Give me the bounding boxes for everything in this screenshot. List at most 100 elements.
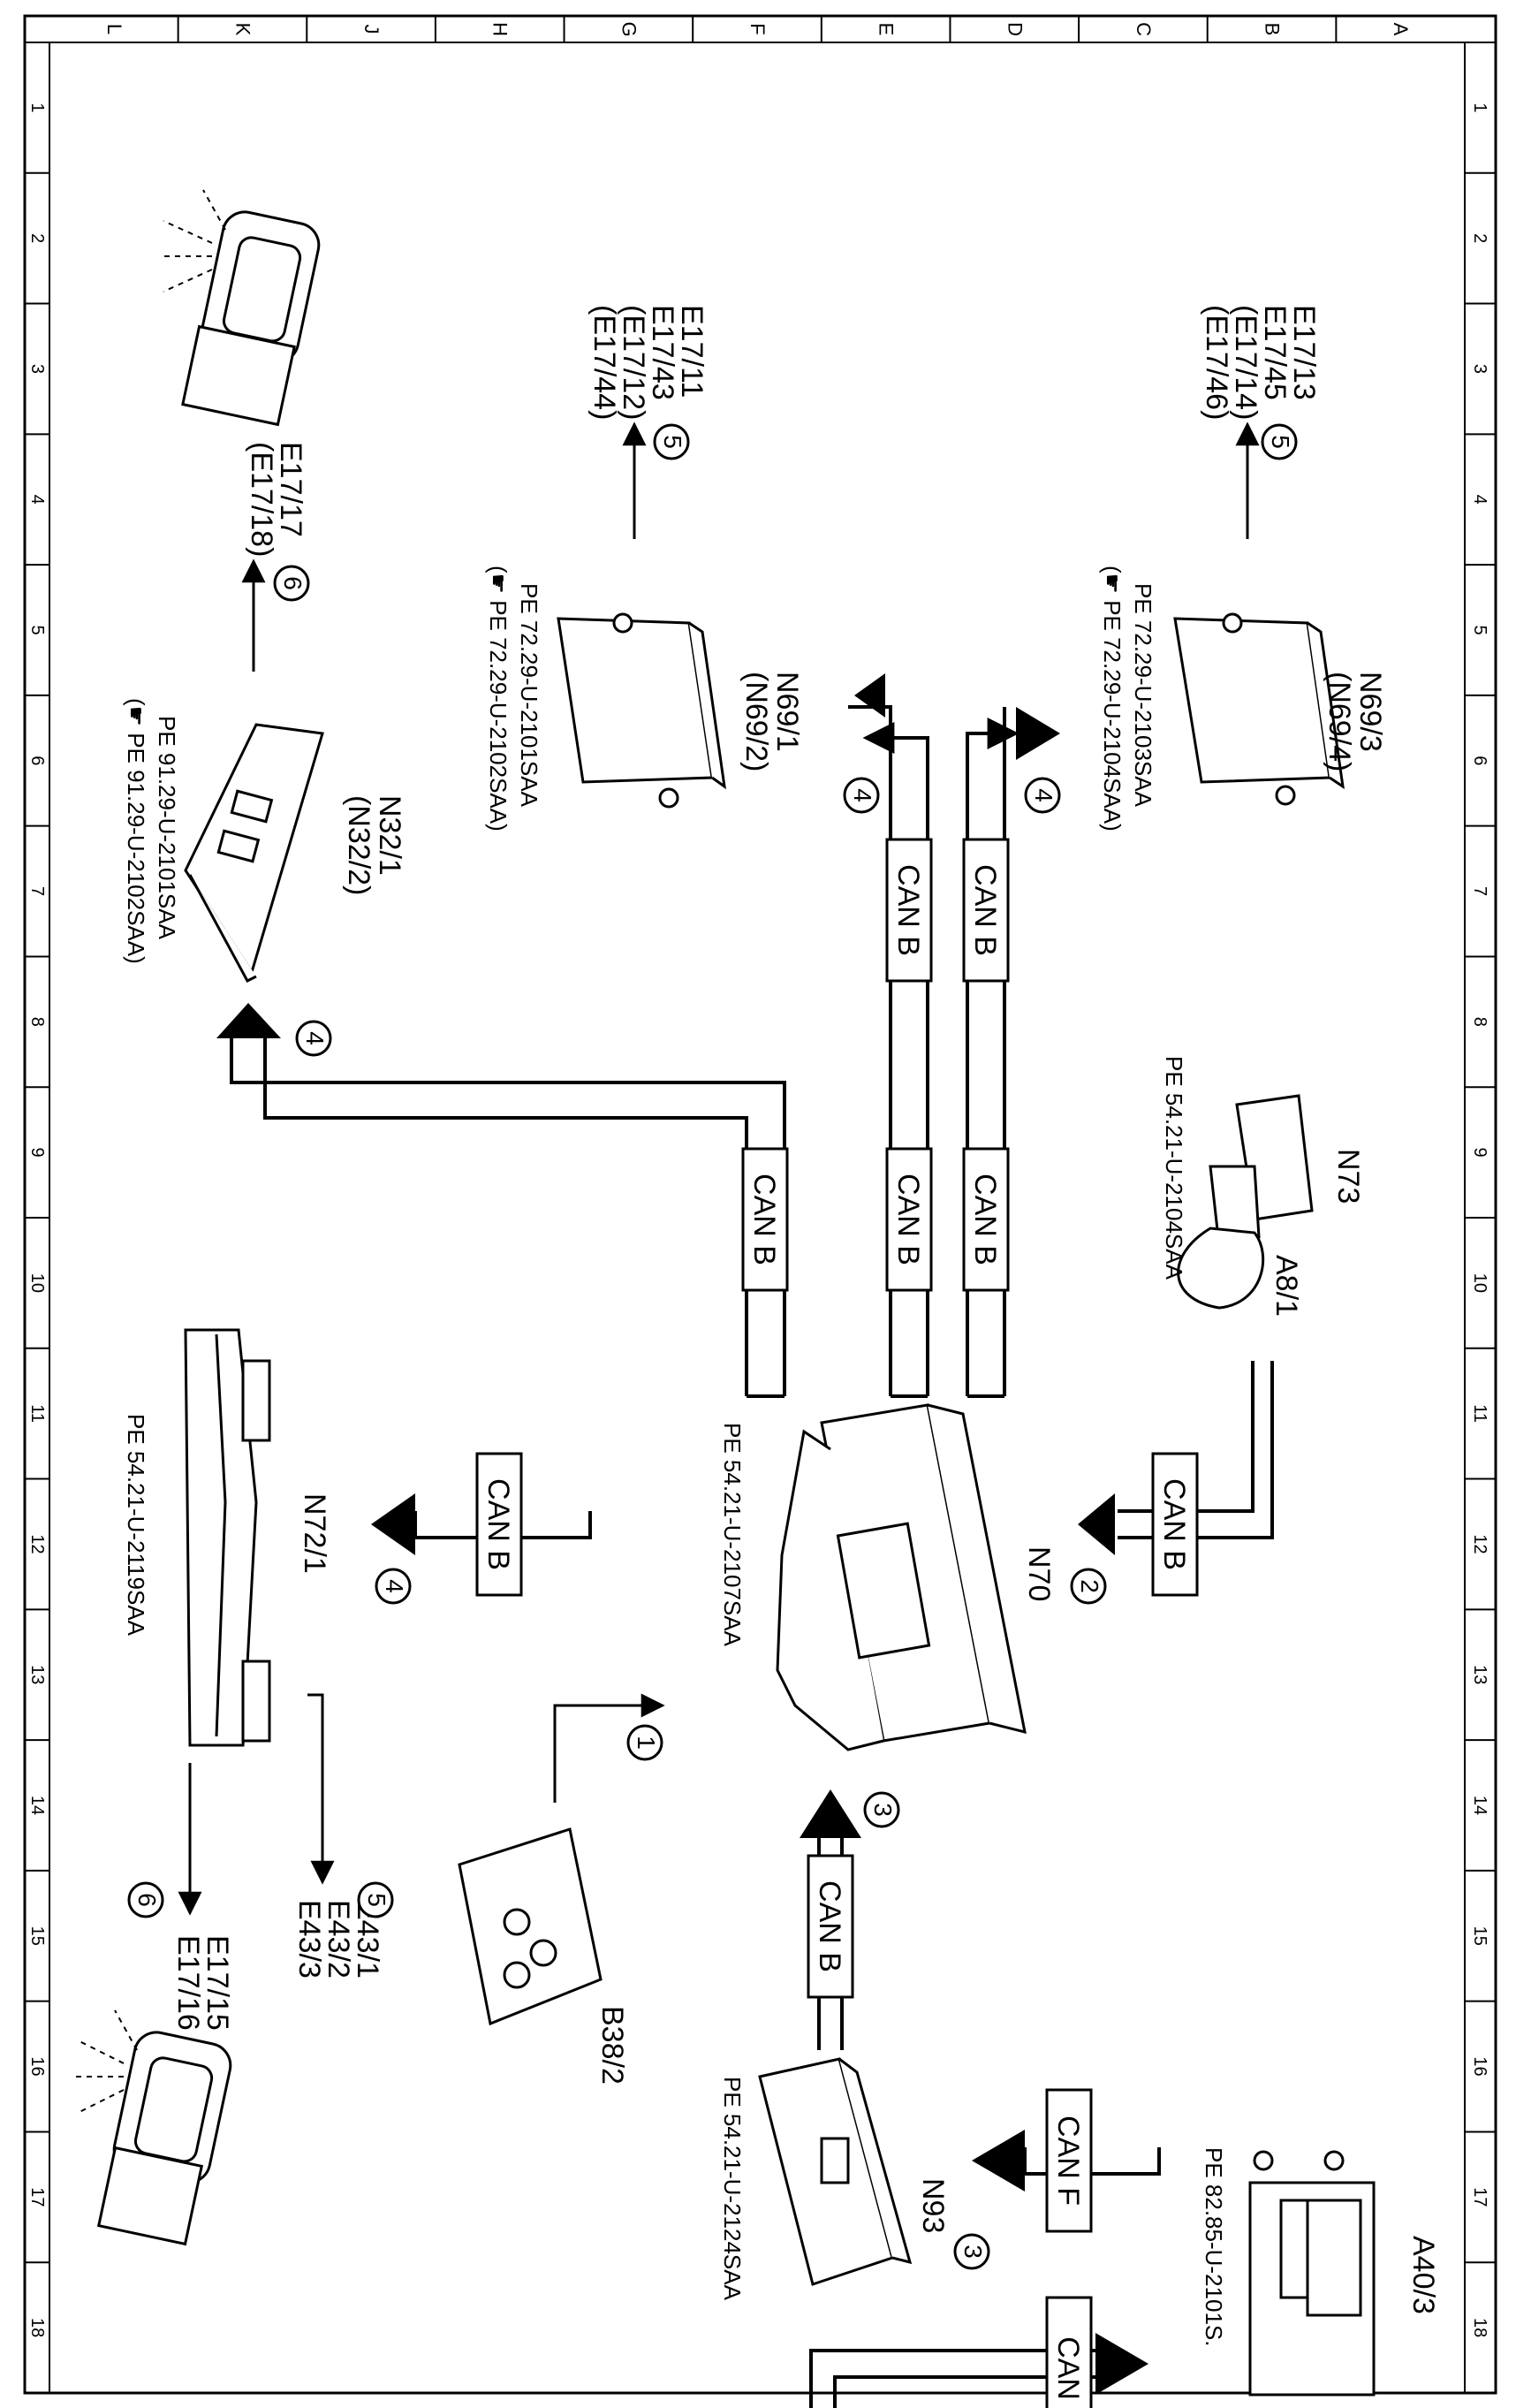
svg-text:CAN B: CAN B <box>891 1174 925 1265</box>
svg-text:CAN: CAN <box>1051 2336 1085 2400</box>
row-number: 17 <box>27 2187 47 2207</box>
n69-1-module-drawing <box>557 612 726 809</box>
n69-3-target2: E17/45 <box>1258 305 1292 400</box>
row-number: 18 <box>27 2318 47 2337</box>
n32-1-sub: (N32/2) <box>342 795 375 895</box>
step-circle: 1 <box>626 1724 663 1761</box>
top-lamp-drawing <box>181 210 321 427</box>
row-number: 4 <box>27 495 47 505</box>
step-circle: 6 <box>273 565 310 602</box>
svg-text:5: 5 <box>1267 435 1294 449</box>
lamp-rays <box>71 189 226 2113</box>
column-letter: E <box>875 23 898 36</box>
row-number: 2 <box>27 233 47 243</box>
can-bus-label: CAN B <box>962 1147 1010 1292</box>
svg-text:4: 4 <box>381 1579 408 1593</box>
n69-1-target1: E17/11 <box>675 305 709 398</box>
step-circle: 4 <box>375 1568 412 1605</box>
bus-lines <box>230 705 1274 2408</box>
row-number: 2 <box>1470 233 1489 243</box>
a8-1-label: A8/1 <box>1270 1255 1303 1317</box>
n72-1-lamp-target1: E17/15 <box>201 1935 234 2031</box>
column-letter: A <box>1390 23 1412 36</box>
row-number: 4 <box>1470 495 1489 505</box>
n69-1-sub: (N69/2) <box>739 672 773 771</box>
column-letter: G <box>618 21 640 36</box>
column-letter: H <box>489 22 512 36</box>
step-circle: 2 <box>1070 1568 1107 1605</box>
row-number: 6 <box>1470 756 1489 765</box>
svg-text:4: 4 <box>301 1031 329 1045</box>
column-letter: F <box>747 23 769 34</box>
svg-text:2: 2 <box>1076 1579 1103 1593</box>
n93-pe: PE 54.21-U-2124SAA <box>719 2077 746 2301</box>
column-letter: C <box>1133 22 1155 36</box>
row-number: 13 <box>27 1665 47 1684</box>
n69-1-pe1: PE 72.29-U-2101SAA <box>516 583 542 808</box>
n73-pe: PE 54.21-U-2104SAA <box>1161 1056 1187 1280</box>
step-circles: 5 5 6 4 4 4 2 4 1 3 5 6 3 <box>127 423 1298 2270</box>
row-number: 1 <box>27 103 47 112</box>
row-number: 7 <box>27 886 47 896</box>
step-circle: 6 <box>127 1881 164 1918</box>
row-number: 15 <box>27 1926 47 1946</box>
column-letter: B <box>1262 23 1284 36</box>
n69-3-module-drawing <box>1173 612 1345 806</box>
can-bus-label: CAN B <box>1151 1452 1199 1597</box>
step-circle: 3 <box>863 1791 900 1828</box>
row-number: 17 <box>1470 2187 1489 2207</box>
n69-3-pe2: (☛ PE 72.29-U-2104SAA) <box>1099 566 1126 832</box>
n69-1-target4: (E17/44) <box>587 305 621 420</box>
n72-1-pe: PE 54.21-U-2119SAA <box>123 1414 149 1637</box>
column-letter: D <box>1004 22 1026 36</box>
row-number: 12 <box>27 1534 47 1553</box>
svg-text:CAN F: CAN F <box>1051 2116 1085 2206</box>
can-bus-label: CAN F <box>1045 2088 1093 2233</box>
row-number: 18 <box>1470 2318 1489 2337</box>
n69-1-target3: (E17/12) <box>617 305 650 420</box>
row-number: 16 <box>1470 2056 1489 2076</box>
row-number: 9 <box>27 1148 47 1158</box>
bottom-lamp-drawing <box>96 2031 232 2246</box>
n72-1-panel-drawing <box>184 1328 271 1747</box>
step-circle: 5 <box>1261 423 1298 460</box>
svg-text:3: 3 <box>869 1803 897 1817</box>
row-number: 14 <box>27 1796 47 1815</box>
row-number: 14 <box>1470 1796 1489 1815</box>
n32-1-pe1: PE 91.29-U-2101SAA <box>154 716 180 940</box>
n32-1-label: N32/1 <box>373 795 406 876</box>
row-number: 6 <box>27 756 47 765</box>
can-bus-label: CAN B <box>741 1147 789 1292</box>
bus-arrowheads <box>216 673 1148 2395</box>
svg-text:4: 4 <box>849 788 876 802</box>
n93-label: N93 <box>916 2178 950 2233</box>
svg-text:CAN B: CAN B <box>813 1880 846 1972</box>
row-number: 12 <box>1470 1534 1489 1553</box>
column-letter: J <box>360 25 383 34</box>
can-bus-label: CAN B <box>807 1854 854 1999</box>
n72-1-lamp-target2: E17/16 <box>171 1935 205 2031</box>
b38-2-label: B38/2 <box>595 2006 629 2085</box>
n69-3-sub: (N69/4) <box>1323 672 1356 771</box>
n72-1-target3: E43/3 <box>292 1900 326 1979</box>
n69-3-target3: (E17/14) <box>1229 305 1262 420</box>
row-number: 16 <box>27 2056 47 2076</box>
step-circle: 4 <box>843 777 880 814</box>
svg-text:3: 3 <box>959 2245 987 2259</box>
column-letter: L <box>103 24 125 34</box>
n72-1-target2: E43/2 <box>322 1900 355 1979</box>
can-bus-label: CAN B <box>885 1147 933 1292</box>
svg-text:5: 5 <box>659 435 686 449</box>
n32-1-target2: (E17/18) <box>245 442 278 557</box>
n73-ignition-drawing <box>1177 1094 1314 1310</box>
n69-1-label: N69/1 <box>770 672 804 752</box>
n70-control-unit-drawing <box>776 1403 1027 1751</box>
n32-1-target1: E17/17 <box>274 442 307 537</box>
row-number: 11 <box>27 1404 47 1423</box>
n69-3-target4: (E17/46) <box>1200 305 1233 420</box>
row-number: 7 <box>1470 886 1489 896</box>
row-number: 15 <box>1470 1926 1489 1946</box>
